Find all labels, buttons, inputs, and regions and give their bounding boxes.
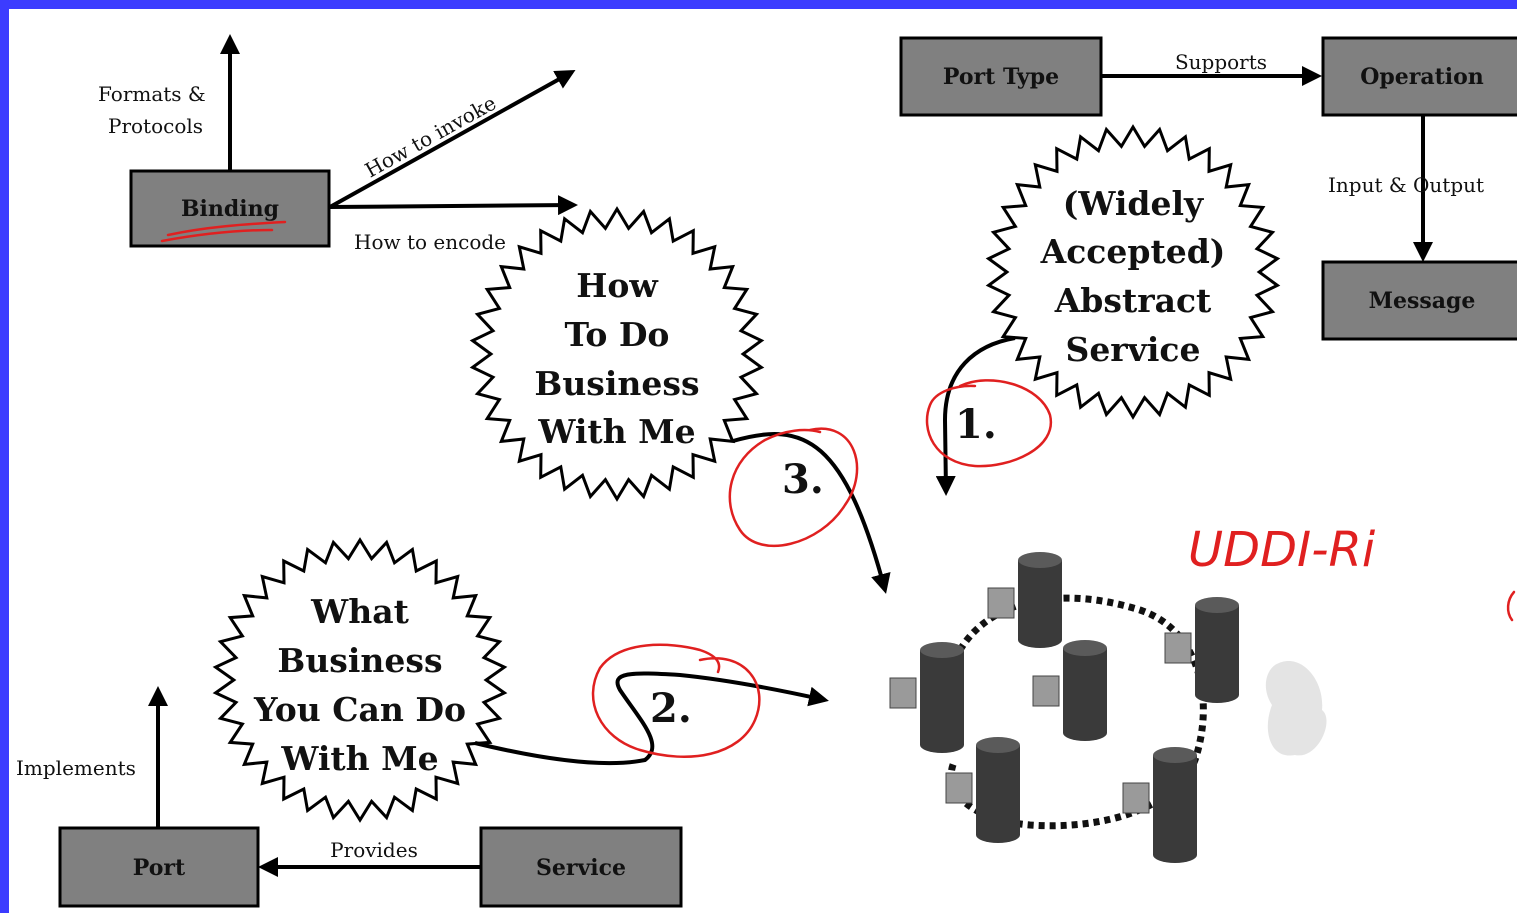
step2-circle-annotation: [591, 643, 761, 758]
registry-node: [945, 737, 1020, 843]
abstract-service-text: (Widely Accepted) Abstract Service: [1040, 184, 1226, 369]
slide-frame-top: [0, 0, 1517, 9]
handwritten-note: UDDI-Ri: [1188, 522, 1376, 578]
message-box: [1321, 260, 1517, 341]
message-label: Message: [1369, 288, 1476, 314]
label-input-output: Input & Output: [1328, 173, 1484, 197]
registry-node: [987, 552, 1062, 648]
handwritten-mark: [1506, 590, 1516, 622]
abstract-line-2: Accepted): [1040, 232, 1226, 271]
arrow-how-to-encode: [329, 195, 578, 216]
registry-node: [889, 642, 964, 753]
port-type-label: Port Type: [943, 64, 1059, 90]
binding-label: Binding: [181, 196, 279, 222]
step3-label: 3.: [782, 456, 824, 503]
howto-line-4: With Me: [537, 412, 695, 451]
cloud-smudge: [1265, 661, 1327, 756]
label-implements: Implements: [16, 756, 136, 780]
howto-line-3: Business: [534, 364, 699, 403]
service-label: Service: [536, 855, 626, 881]
label-formats-line2: Protocols: [108, 114, 203, 138]
step1-circle-annotation: [925, 379, 1053, 468]
arrow-how-to-invoke: [329, 70, 576, 209]
registry-node: [1164, 597, 1239, 703]
operation-label: Operation: [1360, 64, 1484, 90]
what-business-text: What Business You Can Do With Me: [253, 592, 466, 778]
port-box: [58, 826, 260, 908]
uddi-registry-cluster: [889, 552, 1327, 863]
step2-curve: [474, 671, 829, 766]
label-how-to-encode: How to encode: [354, 230, 506, 254]
step2-label: 2.: [650, 685, 692, 732]
step1-curve: [935, 336, 1016, 496]
abstract-line-4: Service: [1065, 330, 1200, 369]
step3-curve: [732, 432, 891, 594]
howto-line-2: To Do: [565, 315, 670, 354]
how-to-do-business-text: How To Do Business With Me: [534, 266, 699, 451]
abstract-service-starburst: [985, 124, 1281, 420]
abstract-line-1: (Widely: [1063, 184, 1204, 223]
step3-circle-annotation: [728, 427, 859, 548]
what-line-2: Business: [277, 641, 442, 680]
operation-box: [1321, 36, 1517, 117]
abstract-line-3: Abstract: [1054, 281, 1212, 320]
what-business-starburst: [212, 537, 508, 823]
port-type-box: [899, 36, 1103, 117]
label-provides: Provides: [330, 838, 418, 862]
port-label: Port: [133, 855, 186, 881]
what-line-1: What: [310, 592, 409, 631]
what-line-4: With Me: [280, 739, 438, 778]
slide-frame-left: [0, 0, 9, 913]
binding-underline-annotation: [160, 220, 287, 243]
binding-box: [129, 169, 331, 248]
what-line-3: You Can Do: [253, 690, 466, 729]
label-supports: Supports: [1175, 50, 1267, 74]
step1-label: 1.: [955, 401, 997, 448]
registry-nodes: [889, 552, 1239, 863]
label-how-to-invoke: How to invoke: [361, 91, 500, 183]
service-box: [479, 826, 683, 908]
how-to-do-business-starburst: [469, 206, 765, 502]
registry-node: [1032, 640, 1107, 741]
registry-node: [1122, 747, 1197, 863]
howto-line-1: How: [576, 266, 659, 305]
label-formats-line1: Formats &: [98, 82, 206, 106]
